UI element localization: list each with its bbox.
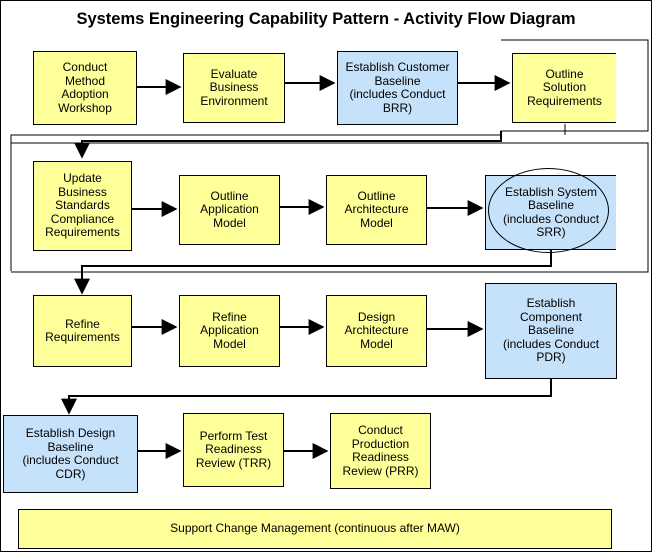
- srr-highlight-ellipse: [488, 168, 609, 253]
- node-design-architecture-model: Design Architecture Model: [326, 295, 427, 367]
- node-conduct-production-readiness-review: Conduct Production Readiness Review (PRR…: [330, 413, 431, 489]
- arrow-system-baseline-to-refine-requirements: [74, 250, 552, 295]
- node-establish-design-baseline: Establish Design Baseline (includes Cond…: [3, 415, 138, 493]
- arrow-outline-solution-to-update-standards: [74, 131, 502, 159]
- node-outline-solution-requirements: Outline Solution Requirements: [512, 53, 616, 123]
- node-evaluate-business-environment: Evaluate Business Environment: [183, 53, 285, 123]
- node-outline-architecture-model: Outline Architecture Model: [326, 175, 427, 245]
- node-refine-requirements: Refine Requirements: [33, 295, 132, 367]
- node-update-business-standards: Update Business Standards Compliance Req…: [33, 161, 132, 251]
- node-establish-customer-baseline: Establish Customer Baseline (includes Co…: [337, 51, 458, 125]
- diagram-title: Systems Engineering Capability Pattern -…: [76, 10, 576, 28]
- group-bracket-2: [11, 142, 649, 273]
- node-refine-application-model: Refine Application Model: [179, 295, 280, 367]
- arrow-component-baseline-to-design-baseline: [61, 379, 552, 415]
- node-support-change-management: Support Change Management (continuous af…: [18, 509, 612, 549]
- node-outline-application-model: Outline Application Model: [179, 175, 280, 245]
- node-establish-component-baseline: Establish Component Baseline (includes C…: [485, 283, 617, 379]
- node-perform-test-readiness-review: Perform Test Readiness Review (TRR): [183, 413, 284, 487]
- node-conduct-maw: Conduct Method Adoption Workshop: [33, 51, 137, 125]
